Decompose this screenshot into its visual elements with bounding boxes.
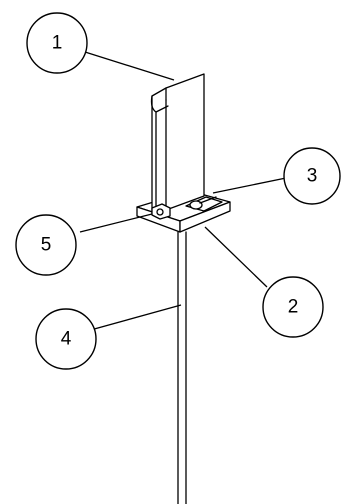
callout-balloon	[262, 276, 324, 338]
callout-balloon	[35, 308, 97, 370]
callout-2: 2	[262, 276, 324, 338]
callout-number: 4	[61, 329, 72, 350]
callout-4: 4	[35, 308, 97, 370]
callout-number: 3	[307, 166, 318, 187]
base-plate-side-face	[179, 201, 231, 233]
leader-1	[84, 51, 175, 81]
leader-5	[79, 213, 153, 233]
callout-balloon	[15, 214, 77, 276]
clamp	[151, 203, 171, 220]
callout-3: 3	[283, 147, 341, 205]
clamp-screw	[156, 208, 164, 216]
leader-4	[86, 304, 182, 332]
callout-1: 1	[26, 12, 88, 74]
callout-number: 1	[52, 33, 63, 54]
rod	[177, 231, 187, 504]
callout-balloon	[26, 12, 88, 74]
leader-2	[204, 226, 268, 288]
callout-number: 2	[288, 297, 299, 318]
pin	[185, 196, 223, 212]
callout-balloon	[283, 147, 341, 205]
handle-body	[151, 73, 205, 215]
callout-number: 5	[41, 235, 52, 256]
callout-5: 5	[15, 214, 77, 276]
leader-3	[212, 177, 287, 194]
pin-shaft	[199, 196, 217, 204]
upright-handle	[150, 73, 205, 215]
leader-lines	[79, 51, 287, 332]
pin-head	[189, 200, 203, 210]
